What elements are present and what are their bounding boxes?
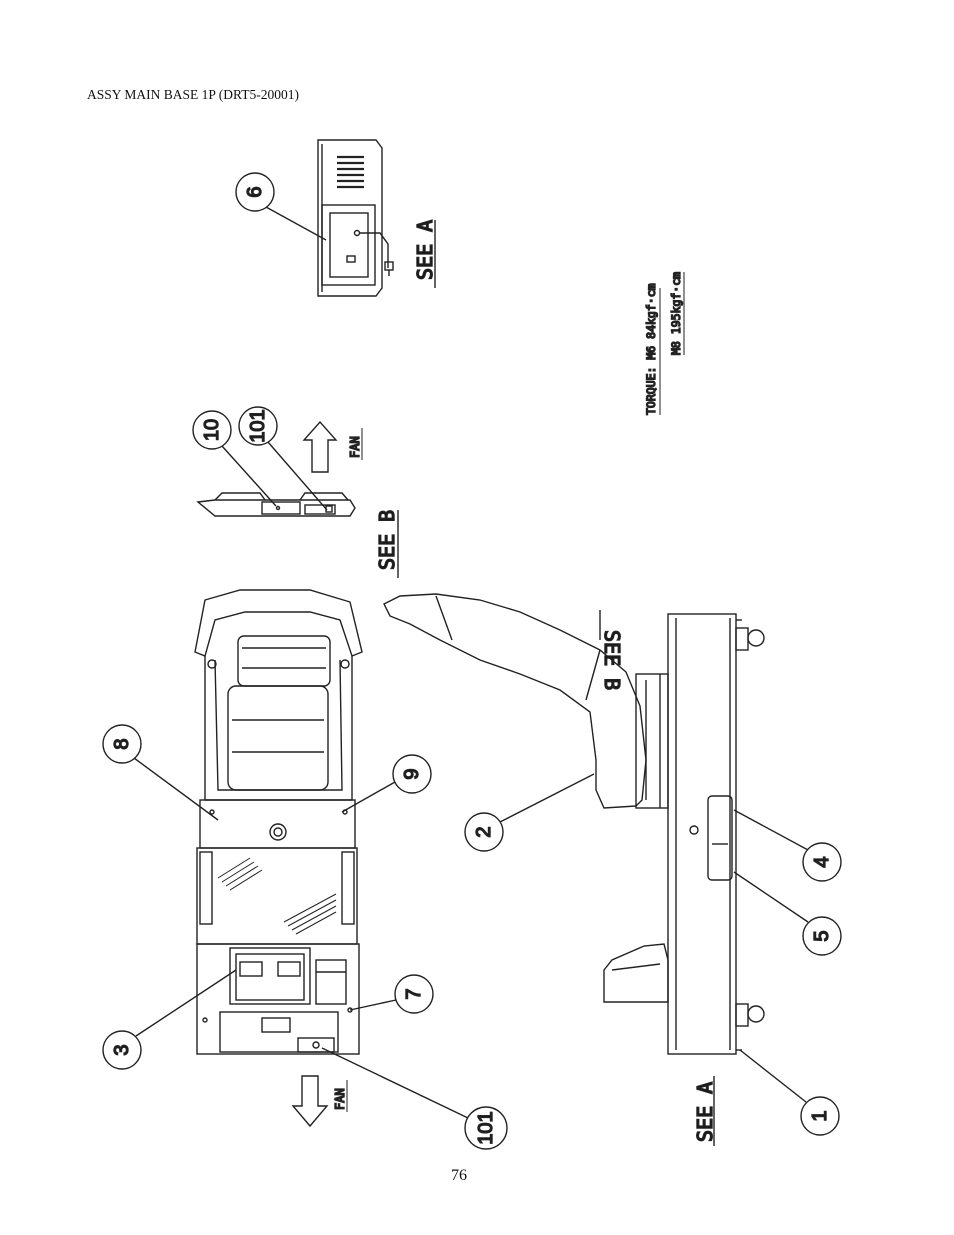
- callout-4-label: 4: [811, 856, 833, 867]
- side-view-assembly: [383, 593, 765, 1055]
- callout-1: [800, 1096, 840, 1136]
- fan-arrow-down-icon: [291, 1075, 329, 1128]
- callout-9: [392, 754, 432, 794]
- callout-8-label: 8: [111, 738, 133, 749]
- callout-7-label: 7: [403, 988, 425, 999]
- callout-101-b: [464, 1106, 508, 1150]
- callout-101-b-label: 101: [475, 1111, 497, 1144]
- callout-2-label: 2: [473, 826, 495, 837]
- callout-7: [394, 974, 434, 1014]
- page-number: 76: [451, 1167, 467, 1184]
- callout-10-label: 10: [201, 419, 223, 441]
- callout-3-label: 3: [111, 1044, 133, 1055]
- callout-2: [464, 812, 504, 852]
- fan-label-top: FAN: [348, 436, 362, 458]
- callout-5-label: 5: [811, 930, 833, 941]
- see-b-mirror-label: SEE B: [600, 630, 624, 690]
- callout-1-label: 1: [809, 1110, 831, 1121]
- callout-10: [192, 410, 232, 450]
- callout-8: [102, 724, 142, 764]
- torque-line-2: M8 195kgf·cm: [669, 272, 683, 355]
- callout-4: [802, 842, 842, 882]
- callout-101-a: [238, 406, 278, 446]
- see-a-detail: [317, 139, 394, 297]
- see-b-label: SEE B: [375, 510, 399, 570]
- fan-arrow-up-icon: [302, 420, 338, 473]
- fan-label-bottom: FAN: [333, 1088, 347, 1110]
- see-a-label: SEE A: [413, 220, 437, 280]
- callout-9-label: 9: [401, 768, 423, 779]
- see-b-detail: [196, 492, 356, 517]
- callout-101-a-label: 101: [247, 409, 269, 442]
- callout-5: [802, 916, 842, 956]
- top-view-assembly: [194, 589, 363, 1055]
- callout-6: [235, 172, 275, 212]
- torque-line-1: TORQUE: M6 84kgf·cm: [644, 283, 658, 415]
- callout-6-label: 6: [244, 186, 266, 197]
- page-title: ASSY MAIN BASE 1P (DRT5-20001): [87, 87, 299, 102]
- callout-3: [102, 1030, 142, 1070]
